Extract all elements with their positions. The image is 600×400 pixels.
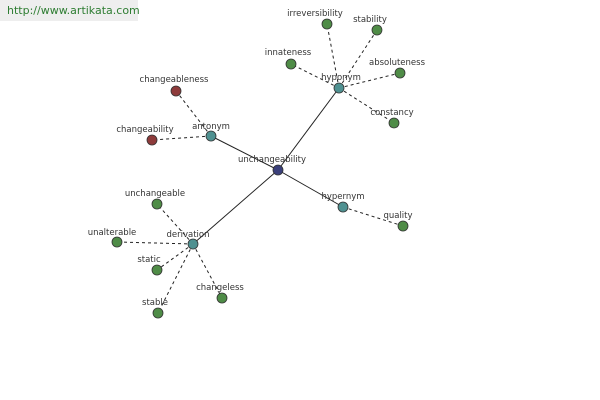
word-label-constancy[interactable]: constancy — [370, 108, 413, 118]
word-label-unalterable[interactable]: unalterable — [88, 228, 137, 238]
relation-label-antonym[interactable]: antonym — [192, 122, 230, 132]
word-node-stability[interactable] — [371, 24, 383, 36]
relation-node-hypernym[interactable] — [337, 201, 349, 213]
edge-root-hyponym — [277, 87, 340, 171]
edge-derivation-unchangeable — [156, 203, 194, 245]
word-node-changeability[interactable] — [146, 134, 158, 146]
relation-label-derivation[interactable]: derivation — [166, 230, 209, 240]
word-label-changeability[interactable]: changeability — [116, 125, 173, 135]
graph-edges — [116, 23, 404, 314]
edge-hyponym-irreversibility — [326, 23, 340, 89]
edge-hyponym-absoluteness — [338, 72, 401, 89]
word-node-irreversibility[interactable] — [321, 18, 333, 30]
relation-node-hyponym[interactable] — [333, 82, 345, 94]
word-node-unalterable[interactable] — [111, 236, 123, 248]
edge-hyponym-constancy — [338, 87, 395, 124]
edge-hypernym-quality — [342, 206, 404, 227]
word-node-constancy[interactable] — [388, 117, 400, 129]
edge-derivation-changeless — [192, 243, 223, 299]
root-node[interactable] — [272, 164, 284, 176]
relation-node-antonym[interactable] — [205, 130, 217, 142]
edge-root-derivation — [192, 169, 279, 245]
word-label-unchangeable[interactable]: unchangeable — [125, 189, 185, 199]
edge-hyponym-innateness — [290, 63, 340, 89]
word-node-changeableness[interactable] — [170, 85, 182, 97]
edge-derivation-unalterable — [116, 241, 194, 245]
graph-nodes: irreversibility stability innateness absolu… — [88, 9, 426, 319]
relation-label-hyponym[interactable]: hyponym — [321, 73, 361, 83]
relation-node-derivation[interactable] — [187, 238, 199, 250]
word-node-unchangeable[interactable] — [151, 198, 163, 210]
word-label-changeless[interactable]: changeless — [196, 283, 244, 293]
word-node-static[interactable] — [151, 264, 163, 276]
word-label-quality[interactable]: quality — [383, 211, 412, 221]
edge-antonym-changeability — [151, 135, 212, 141]
word-label-stability[interactable]: stability — [353, 15, 387, 25]
edge-root-antonym — [210, 135, 279, 171]
root-label[interactable]: unchangeability — [238, 155, 306, 165]
word-node-innateness[interactable] — [285, 58, 297, 70]
word-node-changeless[interactable] — [216, 292, 228, 304]
word-label-stable[interactable]: stable — [142, 298, 168, 308]
edge-derivation-static — [156, 243, 194, 271]
word-label-static[interactable]: static — [137, 255, 161, 265]
word-label-changeableness[interactable]: changeableness — [140, 75, 210, 85]
word-label-absoluteness[interactable]: absoluteness — [369, 58, 426, 68]
word-node-stable[interactable] — [152, 307, 164, 319]
artikata-link[interactable]: http://www.artikata.com — [0, 0, 140, 21]
word-node-absoluteness[interactable] — [394, 67, 406, 79]
edge-derivation-stable — [157, 243, 194, 314]
word-label-innateness[interactable]: innateness — [265, 48, 312, 58]
word-node-quality[interactable] — [397, 220, 409, 232]
edge-root-hypernym — [277, 169, 344, 208]
relation-label-hypernym[interactable]: hypernym — [321, 192, 364, 202]
word-label-irreversibility[interactable]: irreversibility — [287, 9, 343, 19]
